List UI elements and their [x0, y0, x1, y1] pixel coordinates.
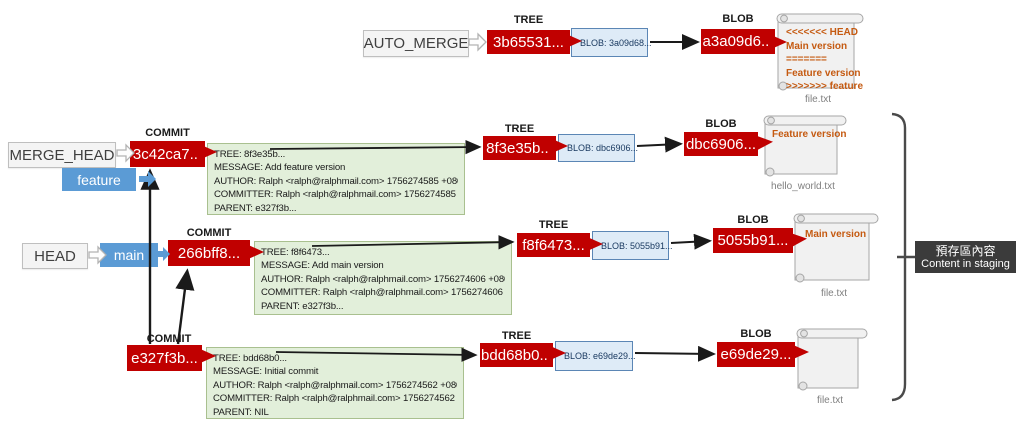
commit-id-main: 266bff8...	[177, 244, 241, 262]
commit-details-main: TREE: f8f6473... MESSAGE: Add main versi…	[254, 241, 512, 315]
commit-box-initial: e327f3b...	[127, 345, 202, 371]
ref-label-auto-merge: AUTO_MERGE	[363, 30, 469, 57]
ref-label-merge-head-text: MERGE_HEAD	[9, 146, 115, 164]
tree-type-label-initial: TREE	[501, 330, 532, 342]
commit-committer-line: COMMITTER: Ralph <ralph@ralphmail.com> 1…	[214, 189, 458, 201]
tree-id-feature: 8f3e35b...	[486, 139, 553, 157]
commit-type-label-main: COMMIT	[186, 227, 232, 239]
branch-label-main: main	[100, 243, 158, 267]
blob-box-feature: dbc6906...	[684, 132, 758, 156]
commit-message-line: MESSAGE: Add feature version	[214, 162, 346, 174]
blob-ref-box-feature: BLOB: dbc6906...	[558, 134, 639, 162]
commit-message-line: MESSAGE: Initial commit	[213, 366, 319, 378]
blob-id-feature: dbc6906...	[685, 135, 757, 153]
tree-id-merge: 3b65531...	[493, 33, 564, 51]
blob-id-merge: a3a09d6...	[702, 33, 774, 50]
tree-box-main: f8f6473...	[517, 233, 590, 257]
tree-id-main: f8f6473...	[522, 236, 585, 254]
conflict-line: =======	[786, 54, 827, 65]
conflict-line: Main version	[786, 40, 848, 52]
blob-ref-text-feature: BLOB: dbc6906...	[567, 143, 639, 153]
ref-label-merge-head: MERGE_HEAD	[8, 142, 116, 168]
commit-details-initial: TREE: bdd68b0... MESSAGE: Initial commit…	[206, 347, 464, 419]
staging-area-note: 預存區內容 Content in staging area	[915, 241, 1016, 283]
file-content-line: Main version	[805, 229, 867, 240]
scroll-shape-icon	[796, 328, 868, 391]
tree-box-merge: 3b65531...	[487, 30, 570, 54]
blob-type-label-initial: BLOB	[740, 328, 772, 340]
branch-label-main-text: main	[113, 247, 145, 263]
tree-type-label-main: TREE	[538, 219, 569, 231]
file-scroll-main: Main version	[792, 212, 880, 286]
commit-details-feature: TREE: 8f3e35b... MESSAGE: Add feature ve…	[207, 143, 465, 215]
staging-note-en: Content in staging area	[921, 258, 1010, 283]
commit-box-main: 266bff8...	[168, 240, 250, 266]
file-scroll-initial	[795, 327, 869, 394]
scroll-shape-icon	[793, 213, 879, 283]
staging-note-zh: 預存區內容	[935, 244, 996, 258]
commit-parent-line: PARENT: e327f3b...	[214, 202, 297, 214]
file-scroll-merge: <<<<<<< HEAD Main version ======= Featur…	[775, 12, 865, 94]
branch-label-feature-text: feature	[77, 171, 121, 188]
commit-parent-line: PARENT: e327f3b...	[261, 300, 344, 312]
blob-ref-text-merge: BLOB: 3a09d68...	[580, 37, 652, 48]
blob-ref-box-main: BLOB: 5055b91...	[592, 231, 673, 260]
ref-label-head-text: HEAD	[34, 247, 76, 265]
commit-tree-line: TREE: f8f6473...	[261, 247, 330, 258]
blob-pointer-feature	[636, 136, 683, 153]
conflict-line: <<<<<<< HEAD	[786, 27, 858, 38]
blob-ref-text-initial: BLOB: e69de29...	[564, 351, 636, 361]
commit-type-label-initial: COMMIT	[146, 333, 192, 345]
commit-id-feature: 3c42ca7...	[132, 145, 203, 163]
blob-pointer-main	[670, 233, 712, 250]
blob-ref-box-initial: BLOB: e69de29...	[555, 341, 636, 371]
commit-parent-line: PARENT: NIL	[213, 406, 269, 418]
scroll-shape-icon	[763, 115, 847, 177]
chevron-right-icon	[139, 171, 156, 187]
file-caption-feature: hello_world.txt	[771, 181, 835, 192]
file-caption-initial: file.txt	[816, 395, 844, 406]
blob-box-merge: a3a09d6...	[701, 29, 775, 54]
tree-id-initial: bdd68b0...	[481, 346, 552, 364]
blob-pointer-initial	[634, 345, 716, 362]
tree-type-label-feature: TREE	[504, 123, 535, 135]
commit-committer-line: COMMITTER: Ralph <ralph@ralphmail.com> 1…	[213, 393, 457, 405]
blob-box-initial: e69de29...	[717, 342, 795, 367]
chevron-right-icon	[468, 32, 487, 52]
tree-type-label-merge: TREE	[513, 14, 544, 26]
blob-type-label-merge: BLOB	[722, 13, 754, 25]
file-scroll-feature: Feature version	[762, 114, 848, 180]
scroll-shape-icon	[776, 13, 864, 91]
commit-tree-line: TREE: 8f3e35b...	[214, 149, 286, 160]
blob-ref-text-main: BLOB: 5055b91...	[601, 240, 673, 251]
commit-author-line: AUTHOR: Ralph <ralph@ralphmail.com> 1756…	[261, 273, 505, 285]
blob-id-initial: e69de29...	[720, 346, 792, 363]
tree-box-feature: 8f3e35b...	[483, 136, 556, 160]
commit-author-line: AUTHOR: Ralph <ralph@ralphmail.com> 1756…	[214, 175, 458, 187]
branch-label-feature: feature	[62, 168, 136, 191]
tree-box-initial: bdd68b0...	[480, 343, 553, 367]
commit-author-line: AUTHOR: Ralph <ralph@ralphmail.com> 1756…	[213, 379, 457, 391]
blob-box-main: 5055b91...	[713, 228, 793, 253]
commit-id-initial: e327f3b...	[131, 349, 198, 367]
conflict-line: Feature version	[786, 67, 861, 79]
conflict-line: >>>>>>> feature	[786, 81, 864, 92]
commit-tree-line: TREE: bdd68b0...	[213, 353, 287, 364]
commit-type-label-feature: COMMIT	[145, 127, 190, 139]
ref-label-auto-merge-text: AUTO_MERGE	[363, 35, 469, 52]
staging-bracket	[891, 112, 915, 402]
file-caption-merge: file.txt	[804, 94, 832, 105]
blob-type-label-feature: BLOB	[705, 118, 737, 130]
file-caption-main: file.txt	[820, 288, 848, 299]
commit-message-line: MESSAGE: Add main version	[261, 260, 384, 272]
commit-box-feature: 3c42ca7...	[130, 141, 205, 167]
file-content-line: Feature version	[772, 129, 847, 140]
blob-type-label-main: BLOB	[737, 214, 769, 226]
blob-ref-box-merge: BLOB: 3a09d68...	[571, 28, 652, 57]
blob-id-main: 5055b91...	[717, 232, 789, 249]
ref-label-head: HEAD	[22, 243, 88, 269]
commit-committer-line: COMMITTER: Ralph <ralph@ralphmail.com> 1…	[261, 287, 505, 299]
